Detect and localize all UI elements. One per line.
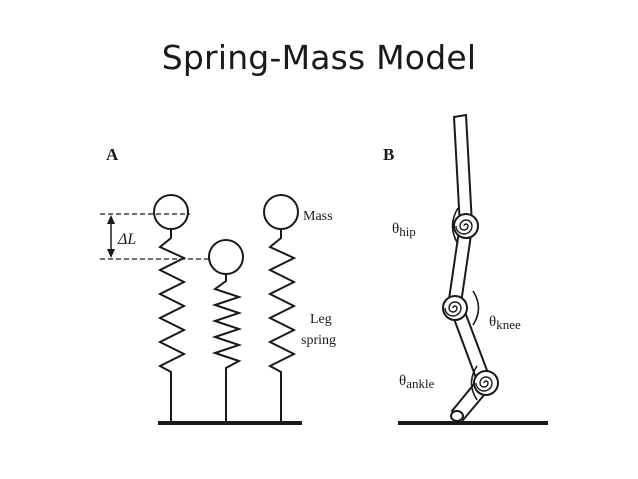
foot-tip <box>450 410 464 422</box>
ankle-joint <box>473 370 499 396</box>
ankle-angle-arc <box>470 365 478 401</box>
theta-knee-label: θknee <box>489 314 521 332</box>
mass-left <box>153 194 189 230</box>
panel-b-label: B <box>383 145 394 164</box>
delta-l-arrow-up <box>107 215 115 224</box>
leg-spring-label-line2: spring <box>301 333 336 348</box>
spring-right <box>267 229 297 423</box>
panel-a-label: A <box>106 145 119 164</box>
spring-mass-middle <box>208 239 244 423</box>
spring-mass-right <box>263 194 299 423</box>
spring-left <box>157 229 187 423</box>
leg-spring-label-line1: Leg <box>310 312 332 327</box>
delta-l-label: ΔL <box>117 231 136 248</box>
slide-title: Spring-Mass Model <box>161 38 477 77</box>
theta-ankle-label: θankle <box>399 373 435 391</box>
theta-hip-label: θhip <box>392 221 416 239</box>
mass-label: Mass <box>303 209 333 224</box>
mass-right <box>263 194 299 230</box>
knee-joint <box>442 295 468 321</box>
delta-l-arrow-down <box>107 249 115 258</box>
spring-middle <box>211 274 243 423</box>
hip-angle-arc <box>451 207 459 245</box>
delta-l-dimension <box>100 213 210 260</box>
knee-angle-arc <box>472 290 480 326</box>
spring-mass-left <box>153 194 189 423</box>
hip-joint <box>453 213 479 239</box>
mass-middle <box>208 239 244 275</box>
